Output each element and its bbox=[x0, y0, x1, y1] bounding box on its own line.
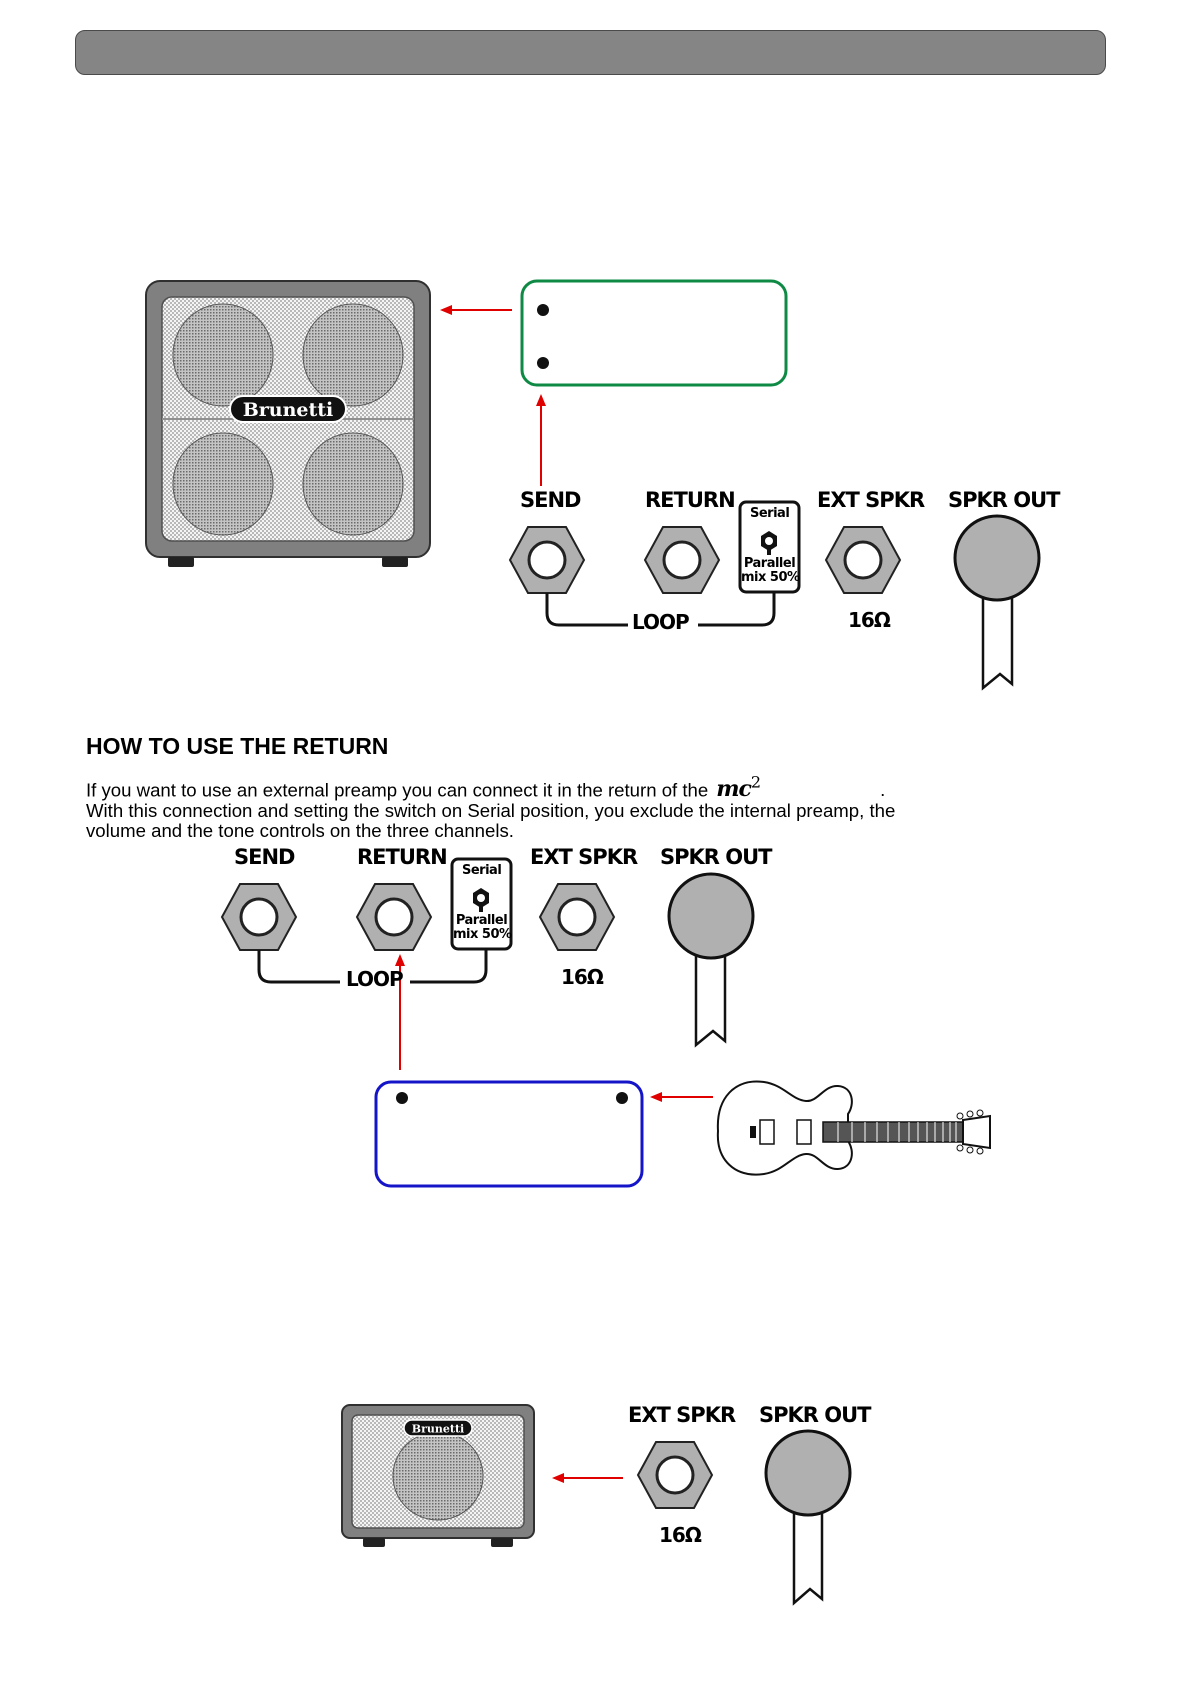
electric-guitar bbox=[716, 1080, 991, 1176]
loop-line-2 bbox=[257, 949, 488, 984]
return-label-1: RETURN bbox=[645, 488, 736, 512]
cabinet-4x12: Brunetti bbox=[145, 280, 431, 567]
effects-unit-box-green bbox=[520, 279, 788, 387]
return-jack-1 bbox=[643, 526, 721, 594]
spkr-out-cable-2 bbox=[667, 872, 755, 1048]
impedance-label-2: 16Ω bbox=[561, 965, 604, 989]
spkr-out-cable-3 bbox=[764, 1429, 852, 1606]
mc2-logo: mc2 bbox=[716, 773, 761, 803]
loop-line-1 bbox=[545, 592, 776, 627]
impedance-label-3: 16Ω bbox=[659, 1523, 702, 1547]
impedance-label-1: 16Ω bbox=[848, 608, 891, 632]
body-line-1: If you want to use an external preamp yo… bbox=[86, 773, 886, 803]
return-label-2: RETURN bbox=[357, 845, 448, 869]
send-label-2: SEND bbox=[234, 845, 295, 869]
switch-serial-label-2: Serial bbox=[462, 863, 502, 878]
cabinet-1x12: Brunetti bbox=[341, 1404, 535, 1547]
arrow-preamp-to-return bbox=[395, 954, 405, 1070]
ext-spkr-jack-3 bbox=[636, 1441, 714, 1509]
loop-label-1: LOOP bbox=[632, 610, 690, 634]
header-bar bbox=[75, 30, 1106, 75]
section-body: If you want to use an external preamp yo… bbox=[86, 773, 986, 842]
spkr-out-label-2: SPKR OUT bbox=[660, 845, 772, 869]
return-jack-2 bbox=[355, 883, 433, 951]
small-cabinet-logo: Brunetti bbox=[412, 1423, 464, 1436]
ext-spkr-jack-2 bbox=[538, 883, 616, 951]
arrow-to-small-cabinet bbox=[552, 1473, 623, 1483]
send-jack-1 bbox=[508, 526, 586, 594]
ext-spkr-label-3: EXT SPKR bbox=[628, 1403, 736, 1427]
loop-label-2: LOOP bbox=[346, 967, 404, 991]
section-title: HOW TO USE THE RETURN bbox=[86, 733, 389, 759]
arrow-send-to-effects bbox=[536, 394, 546, 486]
arrow-guitar-to-preamp bbox=[650, 1092, 713, 1102]
serial-parallel-switch-1 bbox=[738, 500, 801, 594]
send-jack-2 bbox=[220, 883, 298, 951]
switch-serial-label-1: Serial bbox=[750, 506, 790, 521]
ext-spkr-jack-1 bbox=[824, 526, 902, 594]
ext-spkr-label-1: EXT SPKR bbox=[817, 488, 925, 512]
body-line-3: volume and the tone controls on the thre… bbox=[86, 820, 514, 842]
ext-spkr-label-2: EXT SPKR bbox=[530, 845, 638, 869]
send-label-1: SEND bbox=[520, 488, 581, 512]
body-line-2: With this connection and setting the swi… bbox=[86, 799, 896, 821]
arrow-to-cabinet bbox=[440, 305, 512, 315]
spkr-out-label-3: SPKR OUT bbox=[759, 1403, 871, 1427]
cabinet-logo: Brunetti bbox=[243, 399, 334, 421]
spkr-out-cable-1 bbox=[953, 514, 1041, 691]
external-preamp-box-blue bbox=[374, 1080, 644, 1188]
spkr-out-label-1: SPKR OUT bbox=[948, 488, 1060, 512]
serial-parallel-switch-2 bbox=[450, 857, 513, 951]
